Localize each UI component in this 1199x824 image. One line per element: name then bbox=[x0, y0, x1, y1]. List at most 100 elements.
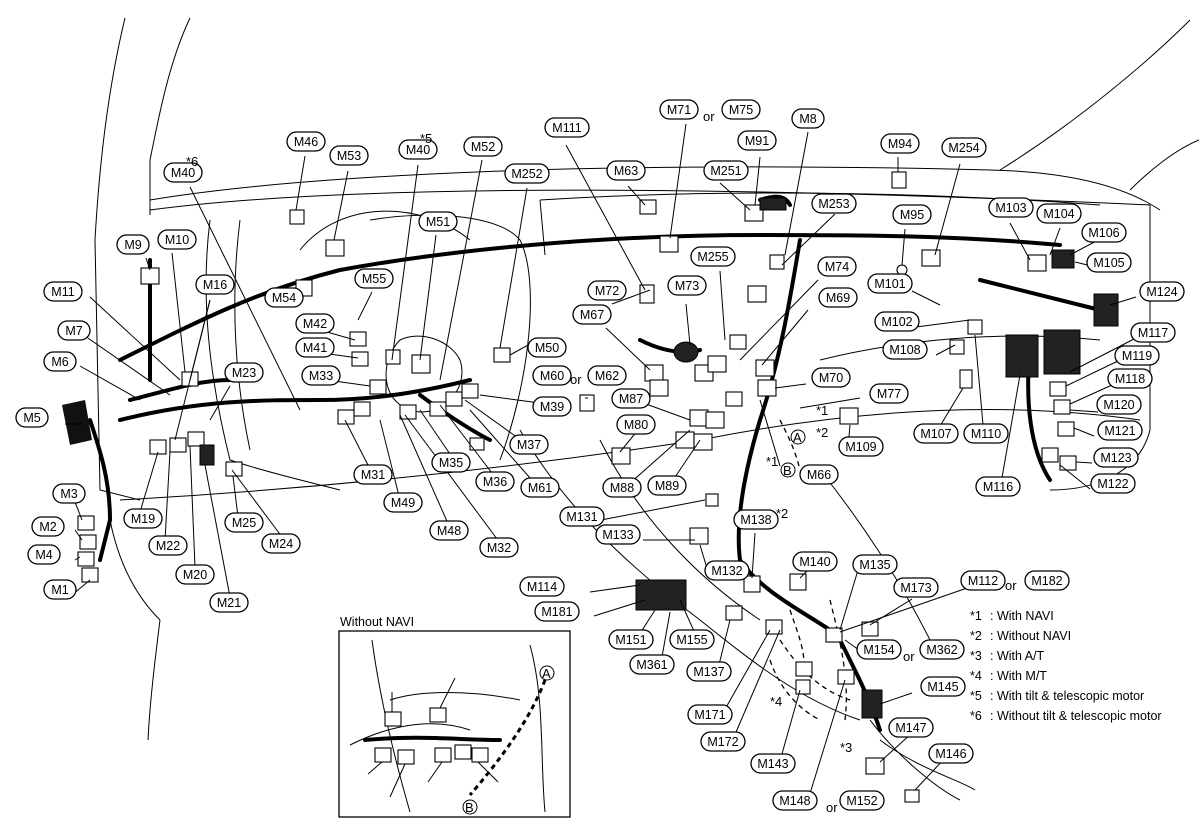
label-box bbox=[611, 388, 651, 409]
label-m120: M120 bbox=[1096, 394, 1142, 415]
label-text: M77 bbox=[877, 387, 901, 401]
label-text: M104 bbox=[1043, 207, 1074, 221]
label-text: M40 bbox=[406, 143, 430, 157]
label-box bbox=[811, 193, 857, 214]
label-m5: M5 bbox=[15, 407, 49, 428]
label-m152: M152 bbox=[839, 790, 885, 811]
label-text: M251 bbox=[710, 164, 741, 178]
note-1-mark: *1 bbox=[970, 609, 982, 623]
label-m53: M53 bbox=[329, 145, 369, 166]
label-m255: M255 bbox=[690, 246, 736, 267]
label-m55: M55 bbox=[354, 268, 394, 289]
label-text: M152 bbox=[846, 794, 877, 808]
label-m46: M46 bbox=[286, 131, 326, 152]
note-3-text: : With A/T bbox=[990, 649, 1045, 663]
label-m155: M155 bbox=[669, 629, 715, 650]
label-box bbox=[520, 477, 560, 498]
label-box bbox=[43, 351, 77, 372]
label-box bbox=[504, 163, 550, 184]
label-text: M35 bbox=[439, 456, 463, 470]
label-text: M123 bbox=[1100, 451, 1131, 465]
label-box bbox=[329, 145, 369, 166]
label-text: M9 bbox=[124, 238, 141, 252]
label-m112: M112 bbox=[960, 570, 1006, 591]
label-m75: M75 bbox=[721, 99, 761, 120]
label-box bbox=[1024, 570, 1070, 591]
or-m60-m62: or bbox=[570, 372, 582, 387]
label-m2: M2 bbox=[31, 516, 65, 537]
label-text: M95 bbox=[900, 208, 924, 222]
label-text: M87 bbox=[619, 392, 643, 406]
label-box bbox=[175, 564, 215, 585]
label-box bbox=[224, 512, 264, 533]
label-text: M46 bbox=[294, 135, 318, 149]
label-box bbox=[963, 423, 1009, 444]
label-box bbox=[15, 407, 49, 428]
label-m72: M72 bbox=[587, 280, 627, 301]
label-m138: M138 bbox=[733, 509, 779, 530]
label-box bbox=[31, 516, 65, 537]
label-text: M145 bbox=[927, 680, 958, 694]
label-text: M151 bbox=[615, 633, 646, 647]
or-connectors: or or or or or bbox=[570, 109, 1017, 815]
or-m71-m75: or bbox=[703, 109, 715, 124]
label-box bbox=[27, 544, 61, 565]
star-3-mark: *3 bbox=[840, 740, 852, 755]
label-m137: M137 bbox=[686, 661, 732, 682]
label-m154: M154 bbox=[856, 639, 902, 660]
label-text: M19 bbox=[131, 512, 155, 526]
label-box bbox=[892, 204, 932, 225]
label-text: M4 bbox=[35, 548, 52, 562]
label-text: M50 bbox=[535, 341, 559, 355]
label-text: M155 bbox=[676, 633, 707, 647]
label-text: M16 bbox=[203, 278, 227, 292]
label-text: M70 bbox=[819, 371, 843, 385]
label-m73: M73 bbox=[667, 275, 707, 296]
label-text: M37 bbox=[517, 438, 541, 452]
label-m140: M140 bbox=[792, 551, 838, 572]
label-text: M24 bbox=[269, 537, 293, 551]
label-box bbox=[700, 731, 746, 752]
label-m104: M104 bbox=[1036, 203, 1082, 224]
label-text: M31 bbox=[361, 468, 385, 482]
label-box bbox=[224, 362, 264, 383]
label-text: M91 bbox=[745, 134, 769, 148]
label-text: M22 bbox=[156, 539, 180, 553]
note-6-text: : Without tilt & telescopic motor bbox=[990, 709, 1162, 723]
label-box bbox=[52, 483, 86, 504]
label-box bbox=[606, 160, 646, 181]
note-2-mark: *2 bbox=[970, 629, 982, 643]
label-box bbox=[608, 629, 654, 650]
connectors bbox=[62, 171, 1119, 803]
inset-marker-a-text: A bbox=[542, 666, 551, 681]
note-1-text: : With NAVI bbox=[990, 609, 1054, 623]
label-box bbox=[383, 492, 423, 513]
label-m182: M182 bbox=[1024, 570, 1070, 591]
label-box bbox=[475, 471, 515, 492]
label-text: M20 bbox=[183, 568, 207, 582]
label-m95: M95 bbox=[892, 204, 932, 225]
label-text: M148 bbox=[779, 794, 810, 808]
inset-marker-b-text: B bbox=[465, 800, 474, 815]
label-m24: M24 bbox=[261, 533, 301, 554]
label-m108: M108 bbox=[882, 339, 928, 360]
inset-without-navi: Without NAVI A B bbox=[338, 615, 571, 818]
note-5-mark: *5 bbox=[970, 689, 982, 703]
label-text: M114 bbox=[527, 580, 557, 594]
label-box bbox=[157, 229, 197, 250]
label-box bbox=[704, 560, 750, 581]
label-m117: M117 bbox=[1130, 322, 1176, 343]
label-m9: M9 bbox=[116, 234, 150, 255]
label-m173: M173 bbox=[893, 577, 939, 598]
label-m254: M254 bbox=[941, 137, 987, 158]
label-box bbox=[429, 520, 469, 541]
label-box bbox=[1090, 473, 1136, 494]
label-text: M10 bbox=[165, 233, 189, 247]
label-m122: M122 bbox=[1090, 473, 1136, 494]
label-box bbox=[867, 273, 913, 294]
label-text: M36 bbox=[483, 475, 507, 489]
label-text: M62 bbox=[595, 369, 619, 383]
label-m101: M101 bbox=[867, 273, 913, 294]
label-box bbox=[43, 281, 83, 302]
label-box bbox=[532, 365, 572, 386]
